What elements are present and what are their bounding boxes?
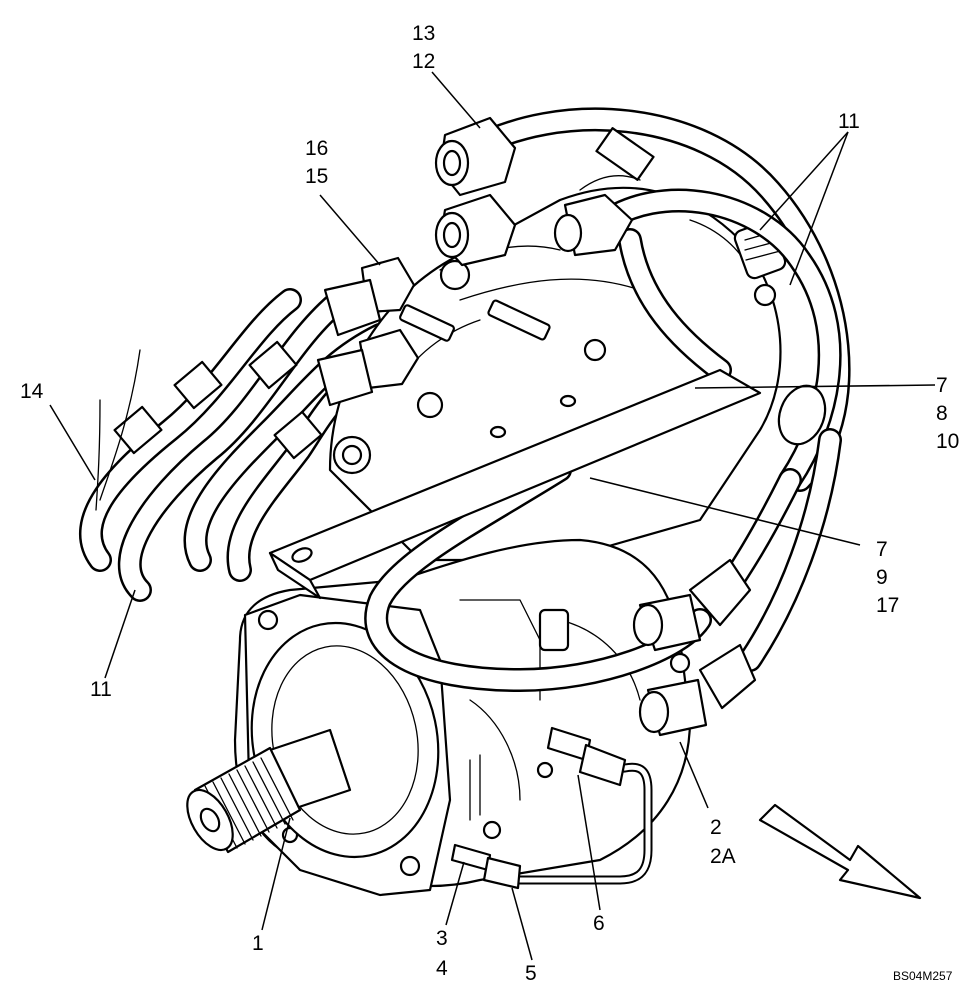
callout-2-2a: 2 2A [710,816,736,868]
callout-label: 15 [305,165,328,188]
callout-label: 12 [412,50,435,73]
callout-11-left: 11 [90,678,112,701]
callout-6: 6 [593,912,605,935]
callout-16-15: 16 15 [305,137,328,188]
callout-label: 7 [876,538,888,561]
callout-13-12: 13 12 [412,22,435,73]
callout-label: 11 [90,678,112,701]
callout-14: 14 [20,380,44,403]
callout-label: 8 [936,402,948,425]
callout-1: 1 [252,932,264,955]
mounting-bracket [268,368,762,600]
callout-label: 17 [876,594,899,617]
callout-7-9-17: 7 9 17 [876,538,899,617]
callout-label: 13 [412,22,435,45]
callout-label: 2A [710,845,736,868]
callout-3-4: 3 4 [436,927,448,980]
callout-label: 3 [436,927,448,950]
direction-arrow [758,803,922,900]
drawing-reference-code: BS04M257 [893,969,953,983]
case-drain-tube [450,726,653,890]
callout-label: 6 [593,912,605,935]
front-pump-section [233,538,692,897]
callout-label: 10 [936,430,959,453]
callout-label: 16 [305,137,328,160]
top-fittings [434,116,634,267]
callout-label: 7 [936,374,948,397]
left-hose-bundle [78,288,402,602]
callout-label: 5 [525,962,537,985]
callout-7-8-10: 7 8 10 [936,374,959,453]
right-elbow-fittings [632,558,757,737]
callout-label: 4 [436,957,448,980]
splined-input-shaft [186,728,352,854]
leader-lines [49,71,936,961]
callout-label: 14 [20,380,44,403]
left-elbow-fittings [316,256,551,475]
callout-5: 5 [525,962,537,985]
callout-label: 2 [710,816,722,839]
callout-11-top: 11 [838,110,860,133]
callout-label: 9 [876,566,888,589]
callout-label: 11 [838,110,860,133]
callout-label: 1 [252,932,264,955]
